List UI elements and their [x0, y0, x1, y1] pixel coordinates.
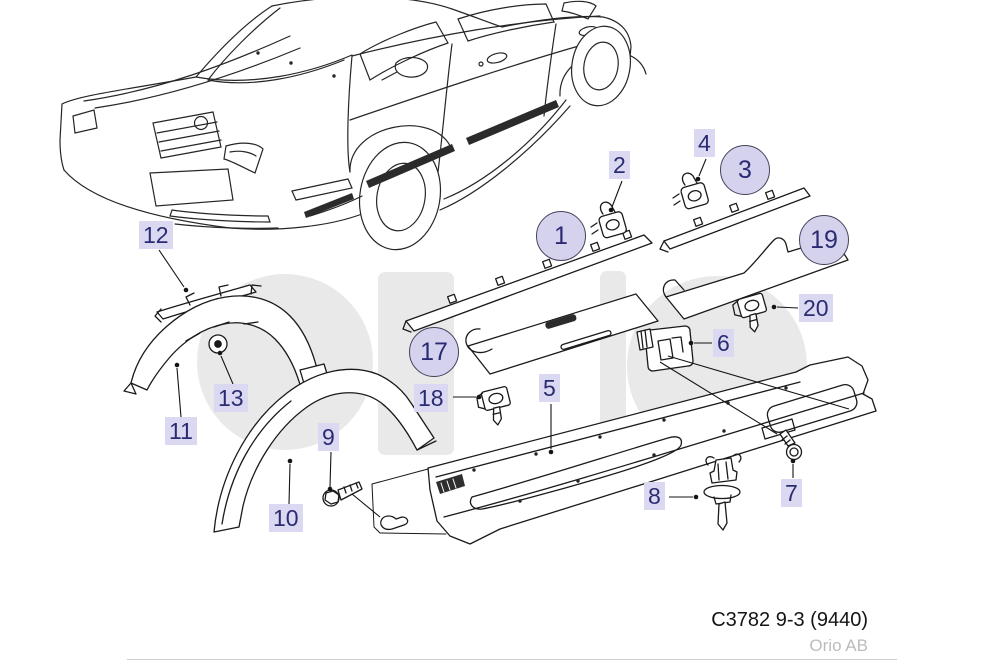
car-illustration: [59, 0, 647, 251]
callout-8[interactable]: 8: [644, 482, 665, 510]
quarter-window: [561, 0, 597, 20]
part-9-screw: [322, 481, 363, 507]
callout-11[interactable]: 11: [165, 417, 197, 445]
callout-12[interactable]: 12: [139, 221, 173, 249]
callout-17[interactable]: 17: [409, 327, 459, 377]
callout-4[interactable]: 4: [694, 129, 715, 157]
parts: [123, 172, 877, 545]
part-3-moulding-strip: [659, 187, 811, 253]
callout-18[interactable]: 18: [414, 384, 448, 412]
front-window: [359, 21, 449, 81]
door-handle-front: [486, 52, 508, 64]
part-5-rocker-panel: [371, 356, 877, 545]
part-10-wheel-arch-trim: [213, 368, 437, 533]
part-19-sill-scuff-plate: [662, 237, 849, 320]
grille: [152, 111, 222, 159]
callout-1[interactable]: 1: [536, 211, 586, 261]
callout-9[interactable]: 9: [318, 423, 339, 451]
diagram-code: C3782 9-3 (9440): [711, 609, 868, 631]
headlight-right: [223, 142, 264, 174]
callout-6[interactable]: 6: [713, 329, 734, 357]
callout-13[interactable]: 13: [214, 384, 248, 412]
brand-text: Orio AB: [809, 636, 868, 655]
leader-lines: [158, 158, 850, 518]
callout-7[interactable]: 7: [781, 479, 802, 507]
callout-3[interactable]: 3: [720, 145, 770, 195]
part-2-clip: [590, 201, 628, 240]
part-4-clip: [672, 172, 710, 211]
callout-20[interactable]: 20: [799, 294, 833, 322]
front-wheel: [358, 141, 442, 251]
callout-5[interactable]: 5: [539, 374, 560, 402]
part-17-sill-scuff-plate: [465, 293, 659, 375]
part-1-moulding-strip: [402, 229, 653, 333]
saab-badge: [193, 115, 209, 131]
part-8-push-rivet: [703, 453, 742, 531]
rear-wheel: [571, 25, 631, 107]
part-13-grommet: [208, 334, 228, 354]
rear-window: [457, 3, 555, 42]
callout-10[interactable]: 10: [269, 504, 303, 532]
headlight-left: [72, 109, 98, 134]
callout-19[interactable]: 19: [799, 215, 849, 265]
callout-2[interactable]: 2: [609, 151, 630, 179]
side-mirror: [394, 56, 429, 78]
license-plate: [149, 168, 234, 207]
side-mouldings-on-car: [304, 100, 559, 218]
bottom-divider: [127, 659, 897, 660]
part-18-clip: [475, 385, 513, 427]
